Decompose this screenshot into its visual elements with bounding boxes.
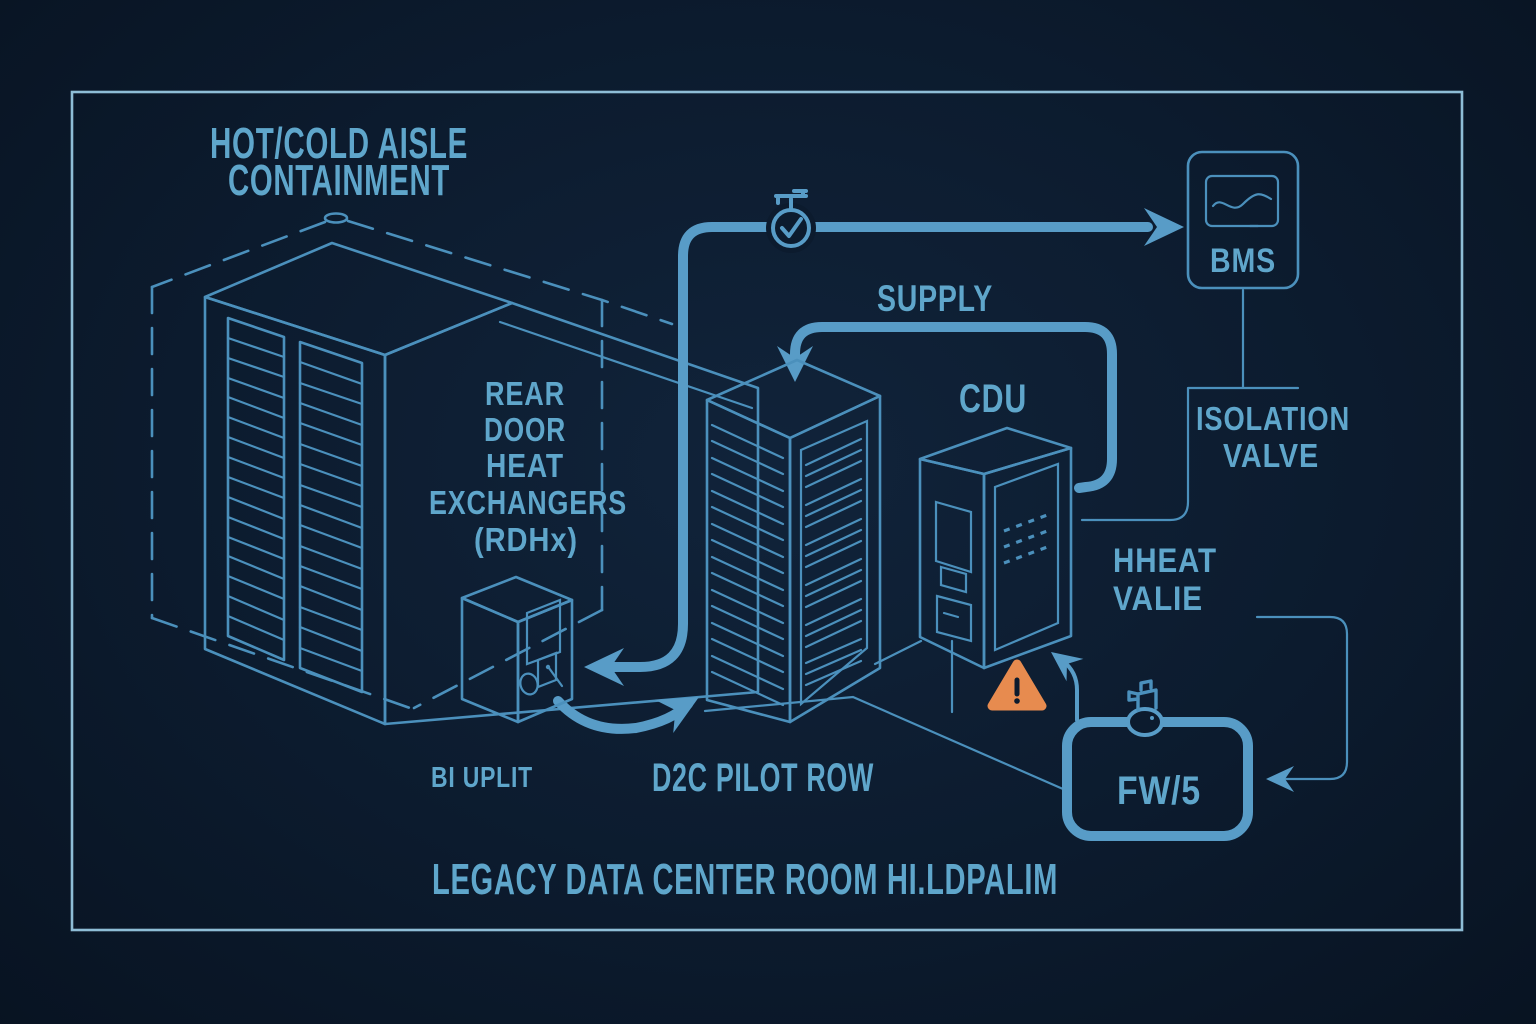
warning-triangle-icon — [987, 659, 1047, 711]
diagram-border — [70, 90, 1464, 932]
label-cdu: CDU — [959, 377, 1027, 421]
heat-valve-link — [1255, 615, 1349, 792]
rack-louver-slats-1 — [226, 336, 286, 642]
d2c-coil-tubes — [804, 437, 863, 687]
title-line-2: CONTAINMENT — [228, 156, 450, 205]
pipes — [553, 208, 1184, 734]
d2c-front-face — [788, 394, 882, 724]
spigot-valve-icon — [1127, 679, 1158, 712]
label-supply: SUPPLY — [877, 278, 993, 319]
label-rdhx-1: REAR — [485, 375, 565, 412]
arrow-into-fw5-icon — [1266, 766, 1294, 792]
rack-door-seam — [498, 320, 754, 410]
pipe-return-to-bms — [595, 222, 1153, 672]
cdu-unit — [918, 426, 1073, 670]
unit-handle — [547, 666, 564, 688]
cdu-vent-dots — [1003, 512, 1051, 565]
unit-left-face — [460, 596, 520, 724]
bms-node: BMS — [1186, 150, 1300, 290]
caption: LEGACY DATA CENTER ROOM HI.LDPALIM — [432, 855, 1058, 904]
cdu-front-frame — [993, 462, 1060, 652]
cdu-panel — [934, 500, 973, 574]
bms-trend-icon — [1211, 193, 1273, 228]
d2c-coil-frame — [799, 419, 869, 707]
label-rdhx-5: (RDHx) — [474, 521, 578, 558]
rack-top-face — [203, 241, 514, 357]
unit-screen — [525, 598, 562, 666]
label-heat-valve-1: HHEAT — [1113, 542, 1217, 580]
bms-screen — [1204, 174, 1280, 228]
fw5-label: FW/5 — [1117, 769, 1201, 813]
d2c-rack — [705, 358, 882, 724]
rack-side-face — [383, 301, 760, 726]
contained-rack-block — [203, 241, 760, 726]
label-rdhx-4: EXCHANGERS — [429, 484, 627, 521]
unit-button-panel — [536, 651, 558, 689]
containment-dashed-box — [150, 212, 674, 710]
label-rdhx-2: DOOR — [484, 411, 566, 448]
label-isolation-valve-2: VALVE — [1223, 437, 1319, 474]
title-line-1: HOT/COLD AISLE — [210, 119, 468, 168]
fw5-node: FW/5 — [1062, 679, 1253, 841]
cdu-panel-small — [939, 565, 968, 594]
label-heat-valve-2: VALIE — [1113, 580, 1203, 618]
label-isolation-valve-1: ISOLATION — [1196, 400, 1350, 437]
unit-front-face — [516, 598, 574, 724]
floor-lines — [703, 639, 1065, 791]
arrow-supply-down-icon — [777, 346, 813, 382]
pipe-supply — [790, 322, 1117, 493]
rack-louver-panel-2 — [298, 340, 364, 694]
rdhx-pump-unit — [460, 575, 574, 724]
arrow-into-rdhx-unit-icon — [584, 648, 624, 686]
unit-knob — [519, 672, 539, 696]
rack-louver-slats-2 — [298, 360, 364, 673]
containment-apex-marker — [323, 212, 349, 224]
arrow-into-d2c-icon — [654, 697, 699, 734]
rack-louver-panel-1 — [226, 316, 286, 662]
label-bi-uplit: BI UPLIT — [431, 762, 533, 794]
check-valve-gauge-icon — [766, 189, 816, 253]
d2c-left-slats — [710, 423, 785, 707]
cdu-connector-box — [935, 594, 973, 643]
bms-label: BMS — [1210, 242, 1276, 280]
unit-top-face — [460, 575, 574, 624]
label-rdhx-3: HEAT — [486, 447, 564, 484]
isolation-valve-link — [1080, 288, 1300, 522]
fw5-inlet-flange — [1126, 707, 1164, 737]
cdu-right-face — [982, 446, 1073, 670]
bms-box — [1186, 150, 1300, 290]
arrow-into-bms-icon — [1144, 208, 1184, 246]
arrow-into-cdu-icon — [1051, 652, 1084, 682]
label-d2c: D2C PILOT ROW — [652, 756, 874, 800]
